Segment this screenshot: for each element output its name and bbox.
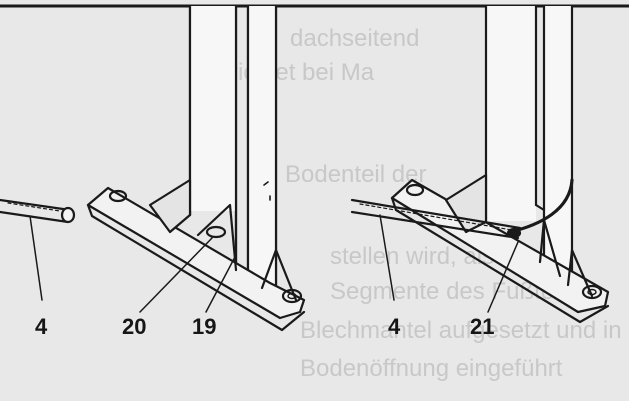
leader-20	[139, 237, 213, 313]
left-bracket-fin-1	[148, 178, 192, 234]
right-posts	[484, 4, 574, 287]
background-text-1: dachseitend	[290, 25, 420, 52]
leader-19	[205, 254, 237, 313]
right-bolt-2	[581, 284, 603, 300]
background-text-5: stellen wird, als	[330, 243, 495, 270]
left-base-plate	[86, 186, 306, 320]
right-base-plate-edge	[390, 196, 610, 324]
callout-20: 20	[122, 314, 147, 339]
background-text-3: Bodenteil der	[285, 161, 427, 188]
callout-left-4: 4	[35, 314, 48, 339]
callout-21: 21	[470, 314, 495, 339]
left-bolt-2	[205, 225, 227, 239]
left-bracket-fin-2	[196, 203, 238, 272]
background-text-7: Blechmantel aufgesetzt und in die	[300, 317, 629, 344]
left-bolt-3	[281, 288, 303, 304]
right-bracket-fin-3	[566, 248, 594, 298]
left-strap	[0, 198, 72, 224]
background-text-8: Bodenöffnung eingeführt	[300, 355, 563, 382]
right-base-plate	[390, 178, 610, 314]
left-bolt-1	[108, 189, 128, 203]
right-bolt-1	[405, 183, 425, 197]
callout-19: 19	[192, 314, 217, 339]
left-bracket-fin-3	[260, 248, 298, 302]
leader-21	[487, 241, 519, 313]
left-leader-4	[29, 215, 43, 301]
callout-right-4: 4	[388, 314, 401, 339]
right-leader-4	[379, 214, 395, 301]
